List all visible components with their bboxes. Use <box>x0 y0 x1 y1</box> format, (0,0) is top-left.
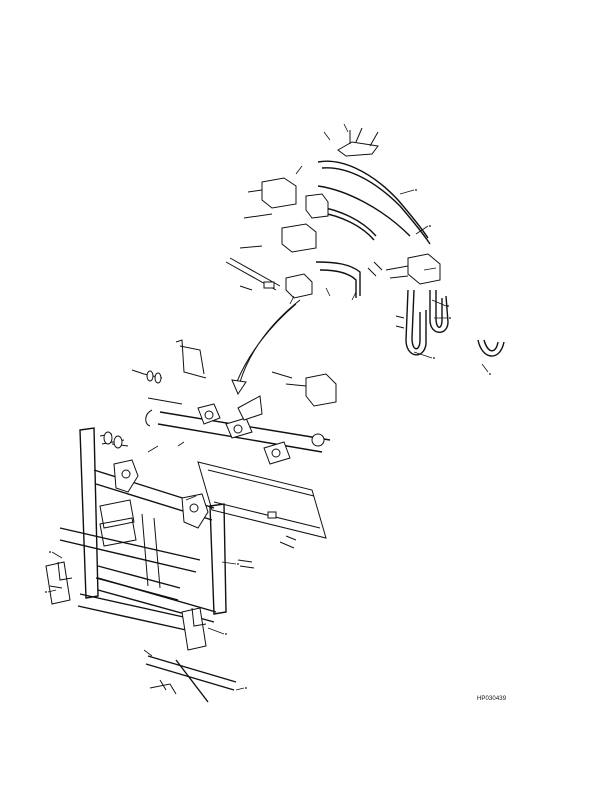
index-callouts <box>45 189 491 689</box>
main-carriage-frame <box>45 427 245 703</box>
drawing-code-label: HP030439 <box>477 696 507 702</box>
upper-hose-assembly <box>225 123 505 373</box>
assembly-arrow <box>231 299 301 396</box>
sideshift-carriage-assembly <box>131 339 337 569</box>
